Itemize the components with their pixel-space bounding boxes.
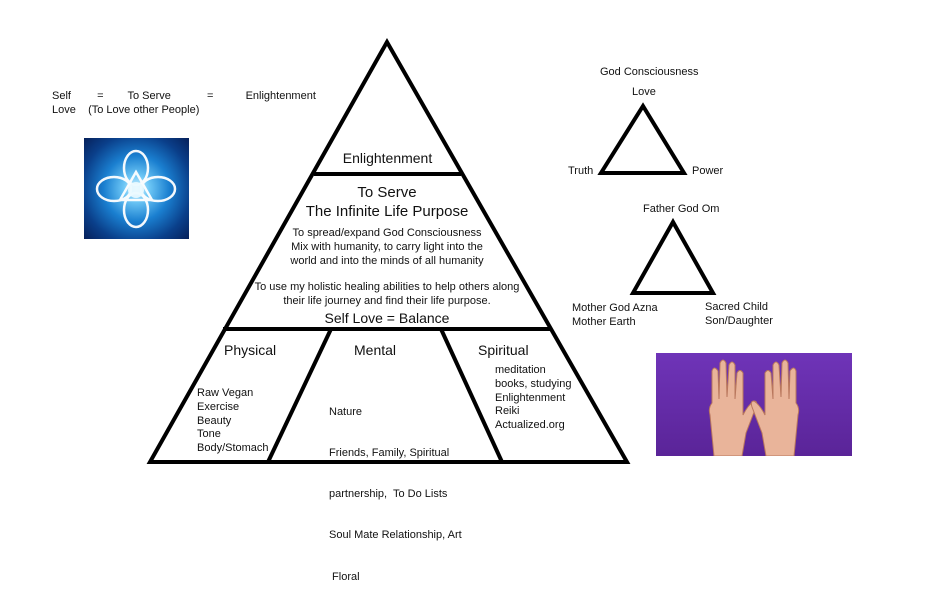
diagram-lines <box>146 37 717 464</box>
list-item: books, studying <box>495 377 572 390</box>
middle-para-1: To spread/expand God Consciousness Mix w… <box>262 227 512 268</box>
list-item: Soul Mate Relationship, Art <box>329 529 462 542</box>
list-item: Tone <box>197 428 221 441</box>
base-physical-title: Physical <box>224 342 277 358</box>
middle-para-2-line: To use my holistic healing abilities to … <box>254 281 520 293</box>
base-spiritual-title: Spiritual <box>478 342 529 358</box>
equation-line-1: Self = To Serve = Enlightenment <box>52 90 316 104</box>
triangle2-left-line: Mother God Azna <box>572 302 658 314</box>
list-item: Actualized.org <box>495 419 565 431</box>
middle-title-1: To Serve <box>357 184 417 201</box>
middle-para-1-line: Mix with humanity, to carry light into t… <box>291 240 483 253</box>
base-physical-list: Raw Vegan Exercise Beauty Tone Body/Stom… <box>197 387 269 456</box>
equation-line-2: Love (To Love other People) <box>52 104 200 116</box>
open-hands-icon <box>708 359 800 456</box>
list-item: Raw Vegan <box>197 387 254 399</box>
base-spiritual-list: meditation books, studying Enlightenment… <box>495 364 571 433</box>
list-item: meditation <box>495 364 546 376</box>
triangle1-top-label: Love <box>632 86 656 98</box>
blue-symbol-image <box>84 138 189 239</box>
middle-para-2: To use my holistic healing abilities to … <box>240 281 534 309</box>
base-mental-list: Nature Friends, Family, Spiritual partne… <box>329 378 462 598</box>
equation-equals-1: = <box>97 90 104 102</box>
list-item: Exercise <box>197 400 240 413</box>
blue-symbol-icon <box>95 149 177 229</box>
triangle2-right-line: Sacred Child <box>705 301 768 313</box>
middle-para-1-line: world and into the minds of all humanity <box>290 254 484 267</box>
list-item: partnership, To Do Lists <box>329 488 448 500</box>
triangle2-left-line: Mother Earth <box>572 315 636 328</box>
list-item: Beauty <box>197 414 232 427</box>
equation-self: Self <box>52 90 71 102</box>
pyramid-base-divider-right <box>439 328 504 463</box>
list-item: Reiki <box>495 405 520 418</box>
hands-image <box>656 353 852 456</box>
pyramid-top-label: Enlightenment <box>342 150 433 166</box>
list-item: Floral <box>329 570 360 583</box>
list-item: Nature <box>329 405 363 418</box>
equation-to-serve: To Serve <box>127 90 171 102</box>
triangle1-right-label: Power <box>692 165 724 177</box>
equation-enlightenment: Enlightenment <box>245 90 316 102</box>
self-love-balance: Self Love = Balance <box>324 310 450 326</box>
equation-equals-2: = <box>207 90 214 102</box>
list-item: Body/Stomach <box>197 442 269 454</box>
base-mental-title: Mental <box>354 342 397 358</box>
pyramid-base-divider-left <box>266 328 333 463</box>
list-item: Enlightenment <box>495 391 566 404</box>
triangle2-top-label: Father God Om <box>643 203 720 215</box>
triangle2-right-line: Son/Daughter <box>705 314 773 327</box>
middle-para-2-line: their life journey and find their life p… <box>283 294 491 307</box>
triangle2-left-label: Mother God Azna Mother Earth <box>572 302 658 330</box>
triangle-god-consciousness <box>597 102 688 175</box>
middle-para-1-line: To spread/expand God Consciousness <box>292 227 482 239</box>
triangle-father-god <box>629 217 717 295</box>
middle-title-2: The Infinite Life Purpose <box>305 203 469 220</box>
triangle1-caption: God Consciousness <box>600 66 699 78</box>
list-item: Friends, Family, Spiritual <box>329 446 450 459</box>
triangle1-left-label: Truth <box>568 165 594 177</box>
triangle2-right-label: Sacred Child Son/Daughter <box>705 301 773 329</box>
pyramid-outline <box>146 37 631 464</box>
